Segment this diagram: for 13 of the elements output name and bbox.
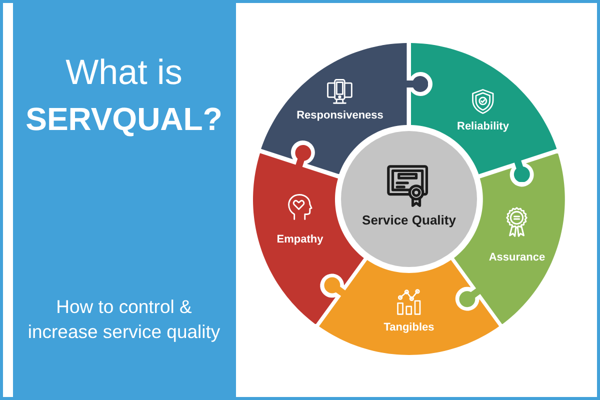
puzzle-piece bbox=[318, 260, 500, 355]
title: What is SERVQUAL? bbox=[26, 52, 222, 139]
center-label: Service Quality bbox=[362, 214, 456, 228]
puzzle-piece bbox=[410, 43, 557, 182]
piece-label: Reliability bbox=[457, 120, 509, 134]
piece-label: Tangibles bbox=[384, 322, 434, 334]
piece-label: Responsiveness bbox=[296, 110, 384, 122]
piece-label: Assurance bbox=[488, 252, 546, 264]
puzzle-piece bbox=[454, 152, 565, 324]
subtitle: How to control & increase service quality bbox=[26, 295, 222, 344]
puzzle-piece bbox=[261, 43, 428, 174]
puzzle-piece bbox=[253, 144, 364, 324]
piece-label: Empathy bbox=[276, 234, 324, 246]
